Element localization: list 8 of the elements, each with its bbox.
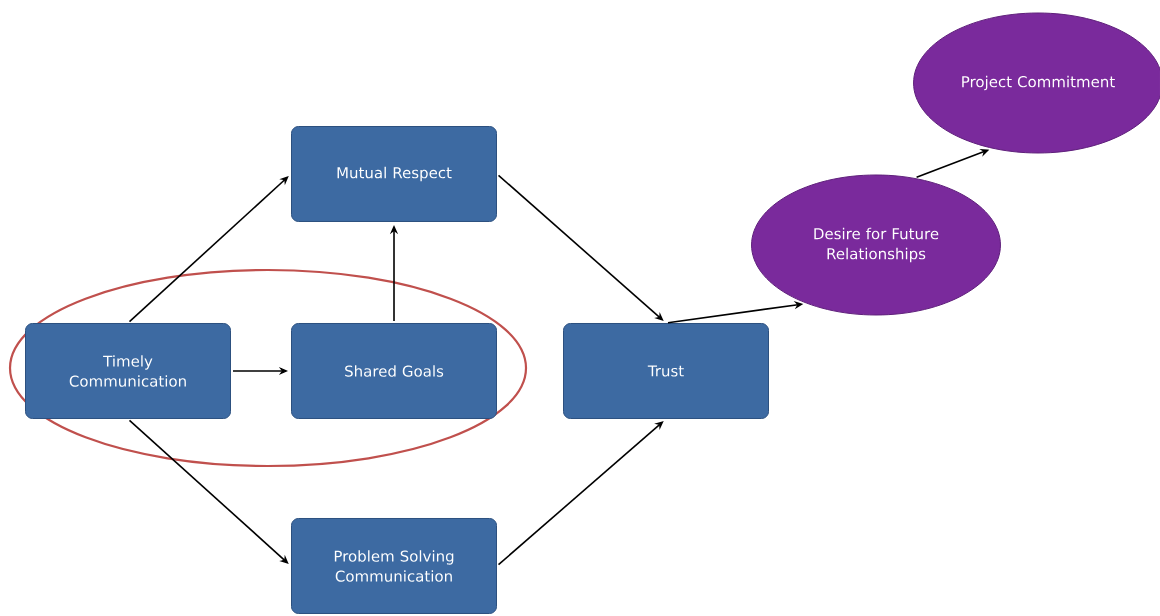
arrow bbox=[497, 174, 664, 321]
process-box: Problem Solving Communication bbox=[291, 518, 497, 614]
process-box: Shared Goals bbox=[291, 323, 497, 419]
process-box: Mutual Respect bbox=[291, 126, 497, 222]
arrow bbox=[128, 176, 289, 323]
process-box: Timely Communication bbox=[25, 323, 231, 419]
arrow bbox=[128, 419, 289, 564]
process-box: Trust bbox=[563, 323, 769, 419]
